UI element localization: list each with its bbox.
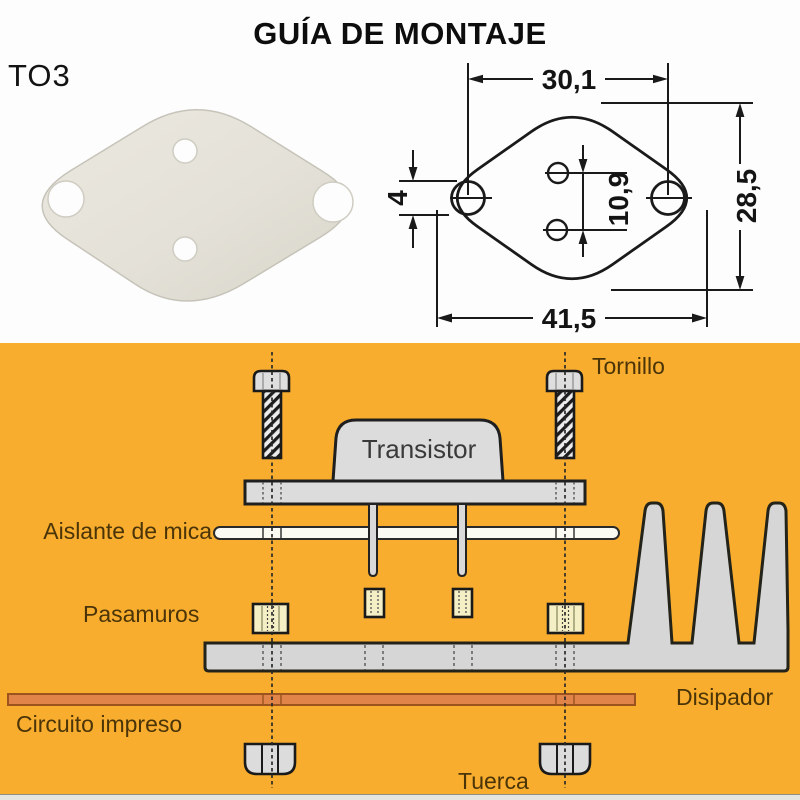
assembly-diagram [7,352,790,788]
pcb-label: Circuito impreso [16,711,183,737]
heatsink [203,501,790,673]
bottom-edge-strip [0,794,800,800]
package-type-label: TO3 [8,58,71,93]
transistor-pin-right [457,503,467,578]
bushing-pin-left [363,587,386,619]
dimension-top-width: 30,1 [467,63,669,195]
bushing-pin-right [451,587,474,619]
flange-hole-lines [262,482,575,503]
pcb [7,693,636,706]
transistor-body [331,418,505,483]
photo-mount-hole-left [47,180,85,218]
mica-hole-ticks [262,527,575,539]
mica-insulator [213,526,620,540]
nut-right [538,742,592,776]
photo-mount-hole-right [312,181,354,223]
pcb-hole-ticks [262,694,575,705]
dim-pin-spacing-value: 10,9 [603,172,634,227]
bushing-label: Pasamuros [83,601,200,627]
mica-label: Aislante de mica [43,518,212,544]
mica-insulator-photo [41,109,354,302]
dim-overall-height-value: 28,5 [731,169,762,224]
transistor-label: Transistor [361,434,477,464]
photo-pin-hole-bottom [172,236,198,262]
heatsink-hole-lines [262,645,575,670]
dim-hole-diameter-value: 4 [385,190,413,206]
dim-overall-width-value: 41,5 [542,303,597,334]
heatsink-label: Disipador [676,684,774,710]
mica-photo-body [41,109,349,302]
transistor-flange [243,479,587,506]
dimension-overall-height: 28,5 [601,102,762,291]
screw-label: Tornillo [592,353,665,379]
dimension-pin-spacing: 10,9 [450,145,692,257]
dimension-hole-diameter: 4 [385,150,457,248]
page-title: GUÍA DE MONTAJE [253,16,547,51]
nut-left [243,742,297,776]
dimension-overall-width: 41,5 [436,210,708,334]
nut-label: Tuerca [458,768,529,794]
photo-pin-hole-top [172,138,198,164]
dimension-drawing: 30,1 4 10,9 28,5 41,5 [385,63,762,334]
dim-top-width-value: 30,1 [542,64,597,95]
bushing-screw-left [251,602,290,635]
transistor-pin-left [368,503,378,578]
